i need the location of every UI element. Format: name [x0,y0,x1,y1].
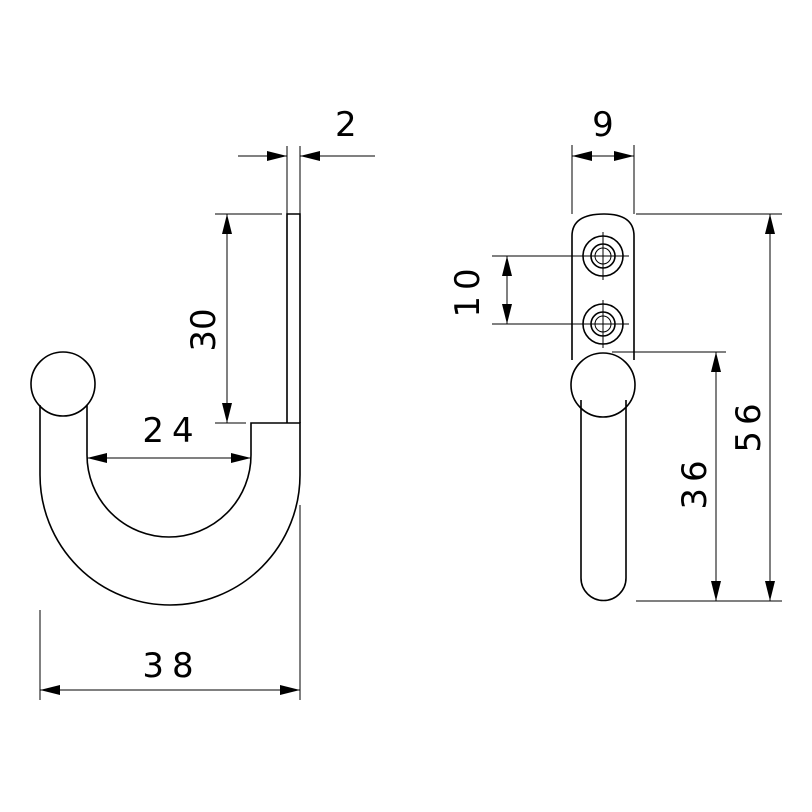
side-view [570,213,636,602]
dim-hook-drop: 36 [612,351,782,602]
screw-hole-icon [577,232,629,280]
dim-label-side-width: 9 [592,105,614,145]
mounting-plate [286,213,301,423]
front-view [30,213,301,606]
dim-label-inner-width: 24 [142,411,201,451]
dim-outer-width: 38 [39,505,301,700]
dim-label-outer-width: 38 [142,646,201,686]
dim-side-width: 9 [571,105,635,214]
dim-label-plate-thickness: 2 [335,105,357,145]
dim-label-hook-drop: 36 [675,454,715,509]
dim-hole-spacing: 10 [448,255,580,325]
hook-outline [39,405,301,606]
dim-plate-height: 30 [184,213,282,424]
dim-plate-thickness: 2 [238,105,375,214]
side-ball [570,352,636,418]
ball-end [30,351,96,417]
side-stem [580,400,627,602]
dim-label-total-height: 56 [729,397,769,452]
dim-label-plate-height: 30 [184,308,224,351]
screw-hole-icon [577,300,629,348]
dim-inner-width: 24 [87,411,251,463]
dim-label-hole-spacing: 10 [448,262,488,317]
side-plate [571,213,635,360]
dim-total-height: 56 [636,213,782,601]
